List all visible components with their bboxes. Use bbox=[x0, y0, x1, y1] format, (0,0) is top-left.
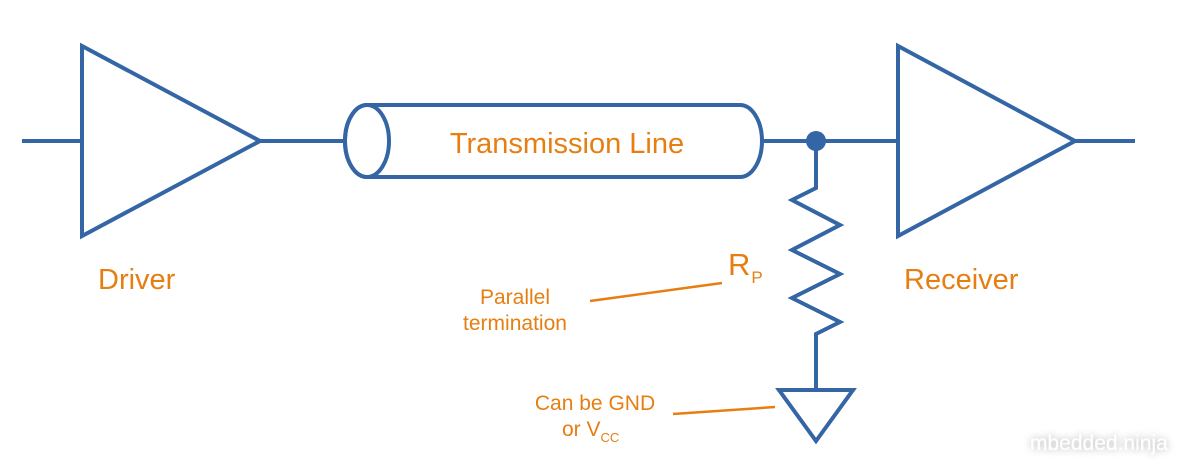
ground-label-line1: Can be GND bbox=[535, 392, 655, 415]
transmission-line-label: Transmission Line bbox=[450, 128, 684, 160]
transmission-line-end bbox=[343, 103, 391, 179]
driver-buffer-symbol bbox=[80, 42, 265, 240]
resistor-label: RP bbox=[728, 247, 763, 287]
parallel-leader-line bbox=[589, 281, 723, 303]
termination-resistor bbox=[787, 141, 845, 388]
ground-symbol bbox=[775, 388, 857, 445]
ground-leader-line bbox=[672, 405, 776, 416]
parallel-label-line2: termination bbox=[463, 312, 567, 335]
receiver-buffer-symbol bbox=[896, 42, 1080, 240]
driver-label: Driver bbox=[98, 264, 176, 296]
receiver-label: Receiver bbox=[904, 264, 1019, 296]
parallel-label-line1: Parallel bbox=[480, 286, 550, 309]
ground-label-line2: or VCC bbox=[562, 418, 619, 445]
watermark: mbedded.ninja bbox=[1030, 432, 1168, 455]
